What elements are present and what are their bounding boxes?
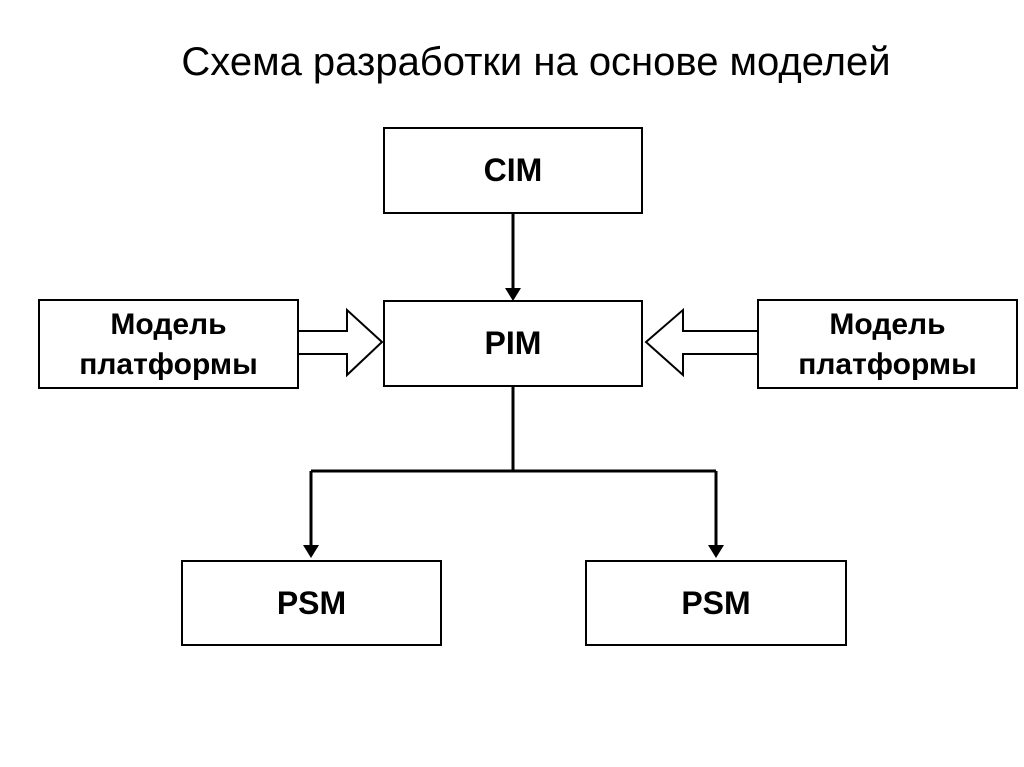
node-pim-label: PIM bbox=[484, 325, 542, 361]
node-psm-left-label: PSM bbox=[276, 584, 347, 621]
node-psm-right-label: PSM bbox=[681, 584, 751, 621]
edge-pim-psm-right-arrowhead bbox=[708, 545, 724, 558]
edge-platform-right-pim-block-arrow bbox=[644, 307, 759, 378]
node-psm-right: PSM bbox=[585, 560, 847, 646]
node-pim: PIM bbox=[383, 300, 643, 387]
edge-pim-psm-left-arrowhead bbox=[303, 545, 319, 558]
node-platform-right-line1: Модель bbox=[829, 308, 946, 341]
node-platform-right: Модель платформы bbox=[757, 299, 1018, 389]
node-platform-left: Модель платформы bbox=[38, 299, 299, 389]
edge-platform-left-pim-block-arrow bbox=[297, 307, 384, 378]
node-platform-left-line2: платформы bbox=[79, 348, 258, 381]
edge-cim-pim-arrowhead bbox=[505, 288, 521, 301]
node-platform-right-line2: платформы bbox=[798, 348, 977, 381]
node-cim: CIM bbox=[383, 127, 643, 214]
diagram-title: Схема разработки на основе моделей bbox=[181, 40, 891, 84]
node-cim-label: CIM bbox=[483, 152, 543, 188]
node-platform-left-line1: Модель bbox=[110, 308, 227, 341]
node-psm-left: PSM bbox=[181, 560, 442, 646]
